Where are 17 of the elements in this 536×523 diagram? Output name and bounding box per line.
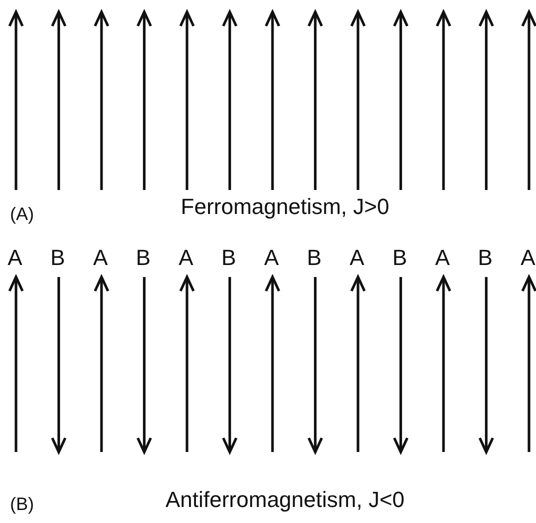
caption: Ferromagnetism, J>0 [180,196,390,218]
sublattice-label: B [306,247,322,269]
sublattice-label: A [8,247,22,269]
panel-label: (A) [10,205,34,223]
sublattice-label: B [392,247,408,269]
sublattice-label: B [221,247,236,269]
sublattice-label: B [50,247,66,269]
caption: Antiferromagnetism, J<0 [165,489,405,511]
sublattice-label: A [435,247,450,269]
sublattice-label: B [136,247,151,269]
sublattice-label: A [520,247,536,269]
sublattice-label: A [93,247,108,269]
sublattice-label: A [350,247,364,269]
panel-label: (B) [10,495,34,513]
sublattice-label: A [178,247,194,269]
sublattice-label: B [478,247,493,269]
sublattice-label: A [264,247,279,269]
